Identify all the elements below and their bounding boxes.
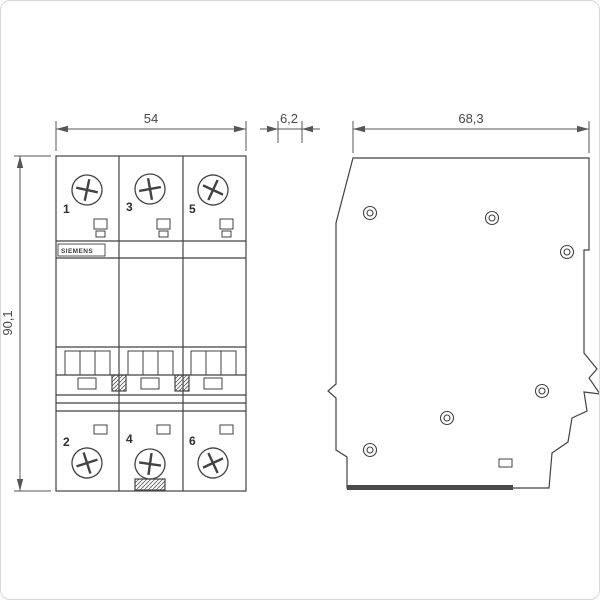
terminal-screw-2 [71,447,103,479]
front-view [55,155,247,492]
terminal-number-2: 2 [63,435,70,449]
terminal-number-6: 6 [189,434,196,448]
side-detail [498,458,513,468]
rivet [362,205,575,458]
toggle-window [64,350,237,390]
dim-side-total-depth [352,121,590,153]
terminal-screw-4 [134,448,166,480]
brand-plate [57,243,106,257]
din-rail-edge [347,485,513,490]
terminal-clamp-detail [93,424,234,435]
terminal-number-1: 1 [63,202,70,216]
terminal-clamp-detail [93,218,234,238]
dim-total-depth-label: 68,3 [458,111,483,126]
terminal-number-4: 4 [126,432,133,446]
dim-height-label: 90,1 [1,310,15,335]
brand-label: SIEMENS [61,248,93,255]
terminal-screw-5 [197,174,229,206]
terminal-screw-1 [71,174,103,206]
dim-width-label: 54 [144,111,158,126]
terminal-number-5: 5 [189,202,196,216]
side-view [327,157,599,490]
mounting-detail [134,478,166,491]
toggle-linkage [174,374,190,392]
dim-front-width [55,121,247,151]
terminal-screw-6 [197,447,229,479]
terminal-screw-3 [134,173,166,205]
dim-front-depth-label: 6,2 [280,111,298,126]
terminal-number-3: 3 [126,200,133,214]
front-body-outline [55,155,247,492]
side-body-outline [327,157,599,489]
dim-side-front-depth [260,121,320,143]
toggle-linkage [111,374,127,392]
dim-front-height [14,155,51,492]
